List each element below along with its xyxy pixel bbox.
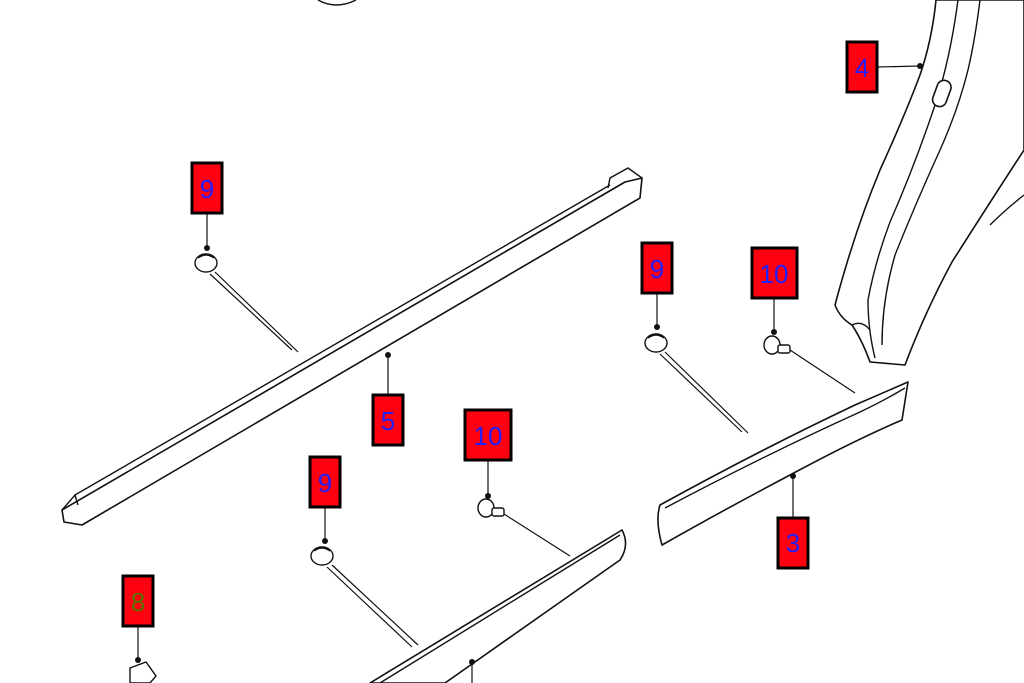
svg-text:4: 4 xyxy=(855,53,869,83)
callout-9-right: 9 xyxy=(640,241,674,295)
svg-text:9: 9 xyxy=(650,254,664,284)
screw-center xyxy=(477,461,571,557)
top-arc-fragment xyxy=(317,0,357,6)
svg-text:10: 10 xyxy=(760,259,789,289)
rear-molding-part xyxy=(657,381,909,546)
svg-text:9: 9 xyxy=(318,468,332,498)
callout-9-upper-left: 9 xyxy=(190,161,224,215)
rear-fender-part xyxy=(834,0,1024,366)
callout-9-lower-left: 9 xyxy=(308,455,342,509)
clip-right xyxy=(644,294,749,434)
svg-text:5: 5 xyxy=(381,406,395,436)
svg-text:9: 9 xyxy=(200,174,214,204)
clip-lower-left xyxy=(310,508,419,648)
screw-right xyxy=(763,298,856,394)
callout-10-center: 10 xyxy=(463,408,513,462)
clip-bottom xyxy=(129,626,157,683)
lower-sill-part xyxy=(369,529,627,683)
svg-text:10: 10 xyxy=(474,421,503,451)
upper-sill-part xyxy=(61,167,643,526)
callout-5: 5 xyxy=(371,393,405,447)
callout-4: 4 xyxy=(845,40,879,94)
callout-3: 3 xyxy=(776,516,810,570)
svg-text:3: 3 xyxy=(786,528,800,558)
clip-upper-left xyxy=(194,214,299,353)
callout-10-right: 10 xyxy=(750,246,799,300)
svg-text:8: 8 xyxy=(131,587,145,617)
callout-8: 8 xyxy=(121,574,155,628)
